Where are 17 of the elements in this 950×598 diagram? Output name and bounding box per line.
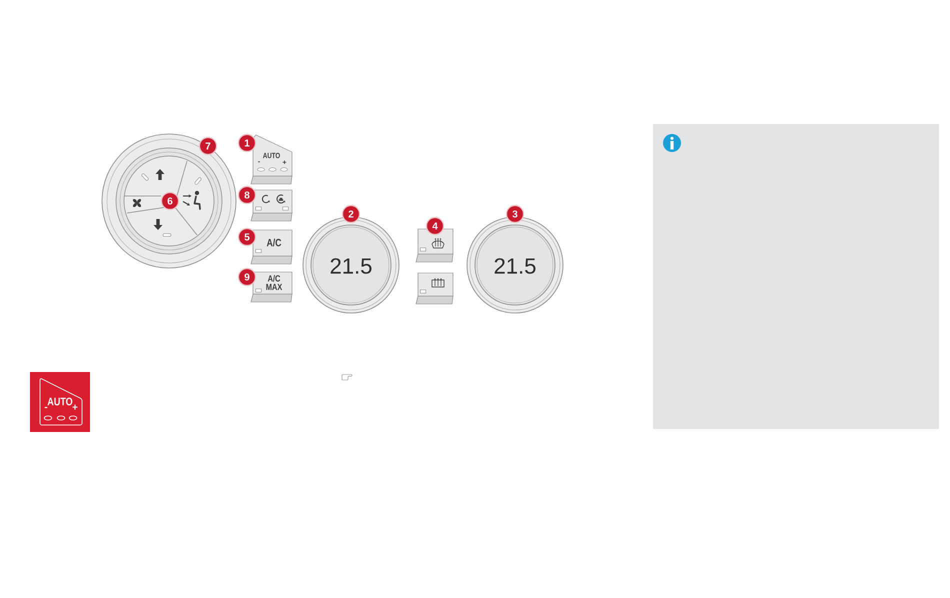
callout-number: 2 bbox=[342, 204, 360, 224]
control-dial bbox=[102, 134, 236, 268]
callout-number: 6 bbox=[160, 192, 180, 210]
demist-button bbox=[416, 228, 454, 262]
callout-number: 3 bbox=[506, 204, 524, 224]
rear-demist-button bbox=[416, 272, 454, 304]
recirculation-button bbox=[250, 190, 292, 222]
ac-button: A/C bbox=[250, 230, 292, 264]
callout-number: 5 bbox=[238, 228, 256, 246]
callout-number: 9 bbox=[238, 268, 256, 286]
callout-number: 7 bbox=[198, 136, 218, 156]
callout-number: 1 bbox=[238, 134, 256, 152]
temperature-display: 21.5 bbox=[302, 216, 400, 314]
callout-number: 8 bbox=[238, 186, 256, 204]
temperature-display: 21.5 bbox=[466, 216, 564, 314]
callout-number: 4 bbox=[426, 216, 444, 236]
ac-max-button: A/C MAX bbox=[250, 272, 292, 302]
